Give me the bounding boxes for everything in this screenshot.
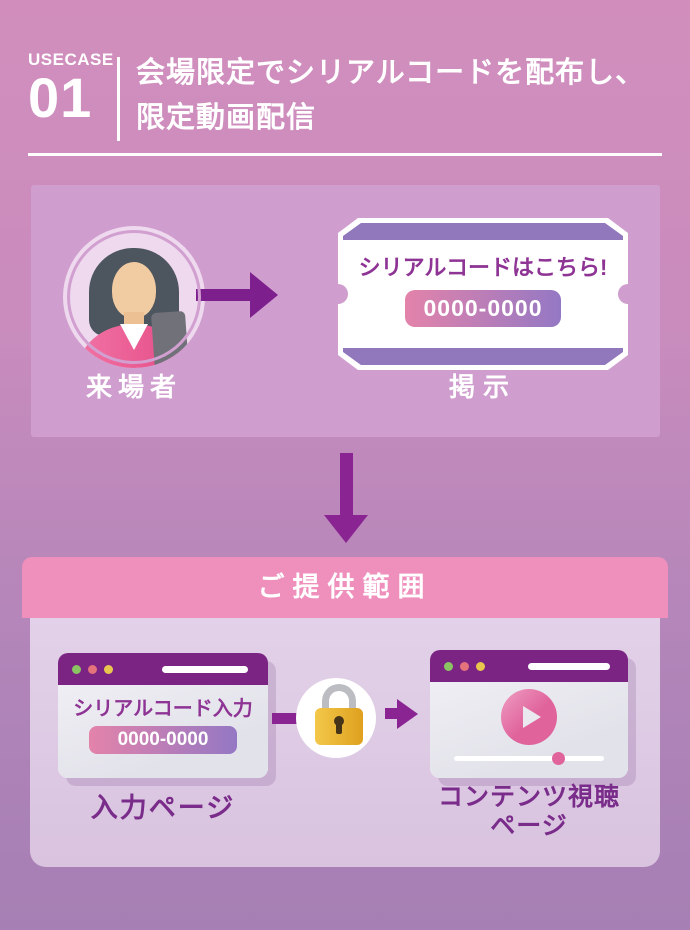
input-page-label: 入力ページ [90, 793, 236, 823]
page-title: 会場限定でシリアルコードを配布し、 限定動画配信 [136, 51, 645, 141]
input-page-body: シリアルコード入力 0000-0000 [58, 685, 268, 778]
serial-code-value: 0000-0000 [405, 290, 561, 327]
usecase-number: 01 [28, 66, 93, 129]
unlock-arrow-head [397, 699, 418, 729]
visitor-avatar-icon [63, 226, 205, 368]
right-arrow-head [250, 272, 278, 318]
input-window-title: シリアルコード入力 [73, 698, 253, 720]
address-bar [528, 663, 610, 670]
provision-panel: シリアルコード入力 0000-0000 [30, 618, 660, 867]
padlock-keystem [336, 723, 342, 734]
visitor-label: 来場者 [85, 372, 182, 402]
right-arrow-icon [196, 289, 252, 301]
traffic-dot-yellow [476, 662, 485, 671]
header-rule [28, 153, 662, 156]
progress-handle[interactable] [552, 752, 565, 765]
view-page-label-line1: コンテンツ視聴 [437, 783, 620, 811]
distribution-panel: 来場者 シリアルコードはこちら! 0000-0000 掲示 [31, 185, 660, 437]
ticket-notch-right [618, 284, 638, 304]
view-page-label: コンテンツ視聴 ページ [422, 783, 636, 841]
usecase-label: USECASE [28, 50, 114, 69]
traffic-dot-yellow [104, 665, 113, 674]
view-page-body [430, 682, 628, 778]
traffic-dot-red [460, 662, 469, 671]
browser-titlebar [58, 653, 268, 685]
play-triangle [523, 706, 541, 728]
traffic-dot-green [444, 662, 453, 671]
provision-header: ご提供範囲 [22, 557, 668, 618]
usecase-badge: USECASE 01 [28, 50, 114, 129]
display-label: 掲示 [448, 372, 517, 402]
header-divider [117, 57, 120, 141]
down-arrow-head [324, 515, 368, 543]
serial-code-input[interactable]: 0000-0000 [89, 726, 237, 754]
traffic-dot-green [72, 665, 81, 674]
connector-dash [272, 713, 300, 724]
unlock-arrow-icon [385, 708, 399, 719]
video-progress-bar[interactable] [454, 752, 604, 765]
input-page-window: シリアルコード入力 0000-0000 [58, 653, 268, 778]
traffic-dot-red [88, 665, 97, 674]
browser-titlebar [430, 650, 628, 682]
page-title-line1: 会場限定でシリアルコードを配布し、 [136, 57, 646, 89]
ticket-icon: シリアルコードはこちら! 0000-0000 [328, 218, 638, 370]
address-bar [162, 666, 248, 673]
ticket-body [343, 223, 623, 365]
down-arrow-icon [340, 453, 353, 519]
ticket-headline: シリアルコードはこちら! [358, 255, 608, 280]
padlock-keyhole [334, 716, 344, 726]
padlock-icon [322, 684, 356, 717]
avatar-ring [67, 230, 201, 364]
view-page-label-line2: ページ [490, 812, 568, 840]
ticket-notch-left [328, 284, 348, 304]
play-icon[interactable] [501, 689, 557, 745]
view-page-window [430, 650, 628, 778]
page-title-line2: 限定動画配信 [136, 102, 317, 134]
